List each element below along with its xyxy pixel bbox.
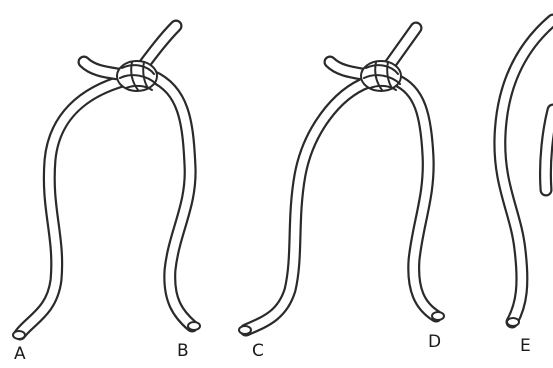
label-c: C <box>252 343 264 360</box>
label-b: B <box>177 343 189 360</box>
rope-figure-1 <box>13 26 200 339</box>
rope-figure-2 <box>239 28 444 334</box>
label-e: E <box>520 338 531 355</box>
rope-figure-3 <box>500 20 553 326</box>
label-d: D <box>428 334 441 351</box>
knot <box>117 61 157 91</box>
label-a: A <box>14 346 26 363</box>
knot <box>361 61 401 91</box>
